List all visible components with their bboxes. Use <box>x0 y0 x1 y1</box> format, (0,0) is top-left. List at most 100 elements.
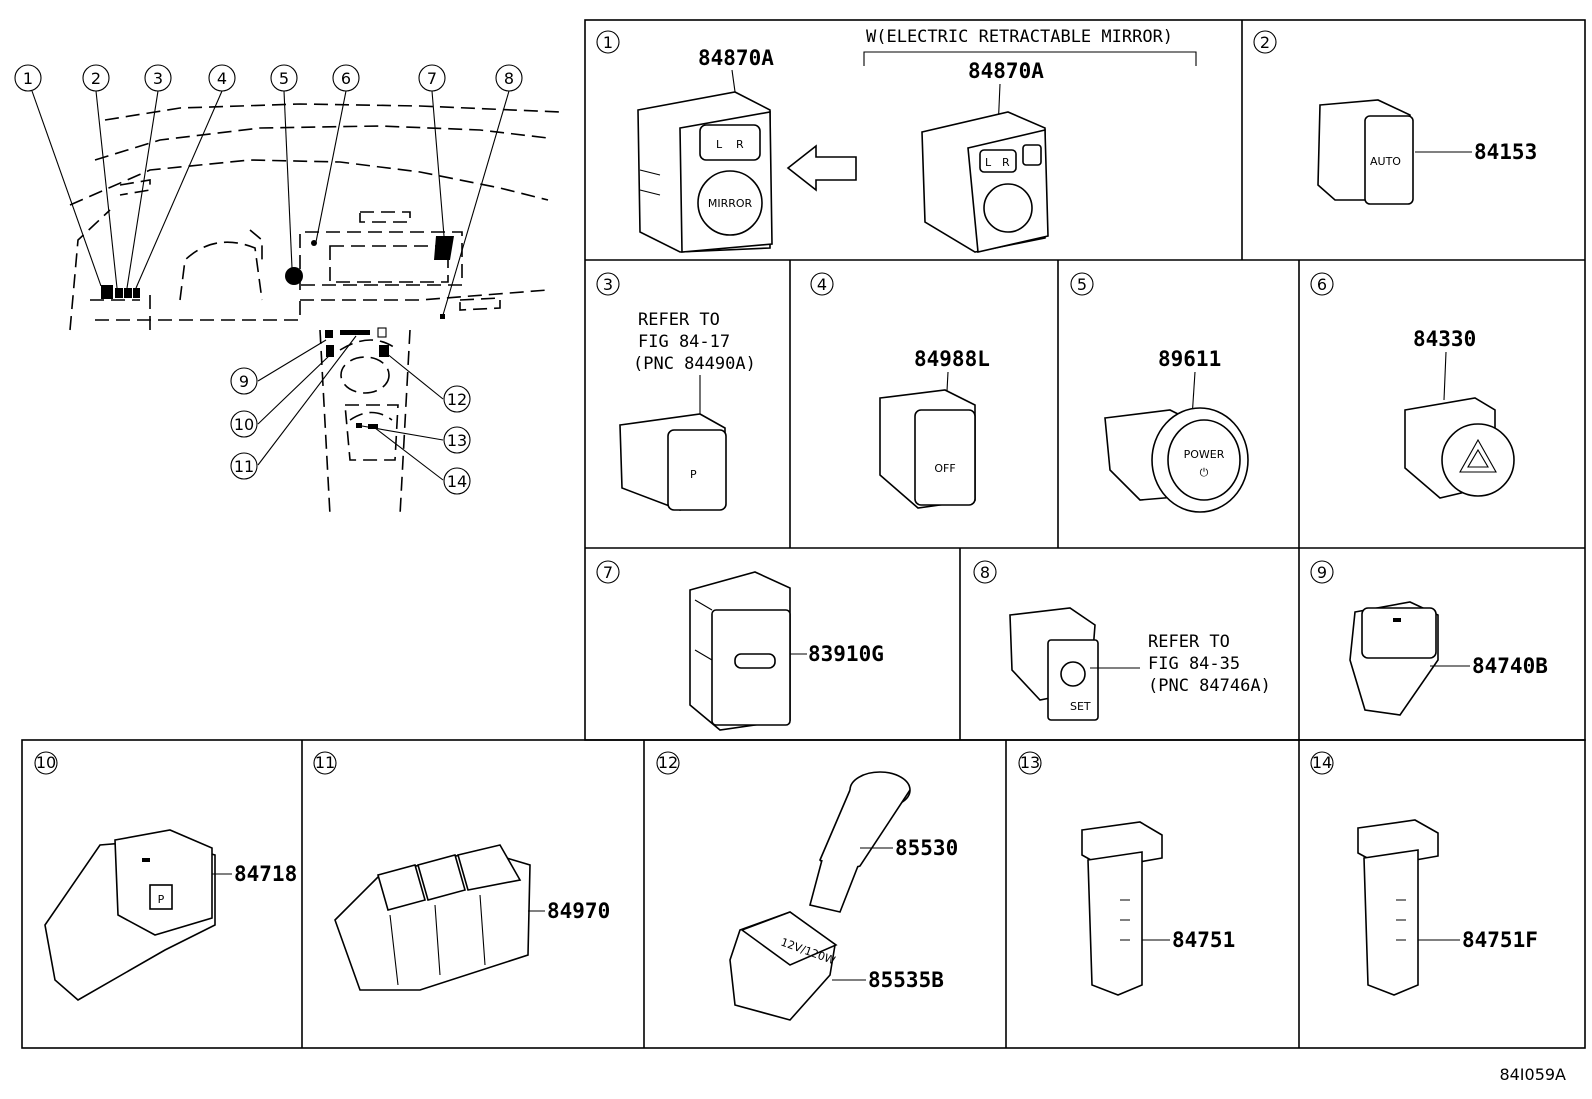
retractable-mirror-switch-illustration: L R <box>921 111 1049 253</box>
power-socket-illustration <box>809 771 911 913</box>
part-number-84870A-alt: 84870A <box>968 59 1044 83</box>
svg-text:7: 7 <box>603 563 613 582</box>
svg-text:FIG 84-35: FIG 84-35 <box>1148 654 1240 674</box>
callout-10: 10 <box>230 410 258 438</box>
part-number-84740B: 84740B <box>1472 654 1548 678</box>
svg-text:R: R <box>1002 156 1010 169</box>
svg-text:REFER TO: REFER TO <box>1148 632 1230 652</box>
power-button-illustration: POWER ⏻ <box>1104 407 1249 513</box>
socket-cover-illustration: 12V/120W <box>729 911 838 1021</box>
callout-1: 1 <box>14 64 42 92</box>
cell-9: 9 84740B <box>1310 560 1548 716</box>
switch-84751-illustration <box>1081 821 1163 996</box>
svg-text:14: 14 <box>447 472 467 491</box>
switch-84751F-illustration <box>1357 819 1439 996</box>
part-number-84718: 84718 <box>234 862 297 886</box>
overview-dashboard: 1 2 3 4 5 6 7 8 9 10 11 12 13 14 <box>14 64 561 516</box>
svg-text:MIRROR: MIRROR <box>708 197 753 210</box>
callout-9: 9 <box>230 367 258 395</box>
part-number-83910G: 83910G <box>808 642 884 666</box>
svg-text:2: 2 <box>1260 33 1270 52</box>
cell-1: 1 84870A W(ELECTRIC RETRACTABLE MIRROR) … <box>596 27 1197 253</box>
svg-text:L: L <box>716 138 723 151</box>
svg-text:OFF: OFF <box>934 462 955 475</box>
svg-text:5: 5 <box>1077 275 1087 294</box>
svg-text:AUTO: AUTO <box>1370 155 1401 168</box>
callout-6: 6 <box>332 64 360 92</box>
headlight-auto-switch-illustration: AUTO <box>1317 99 1414 205</box>
part-number-85530: 85530 <box>895 836 958 860</box>
callout-11: 11 <box>230 452 258 480</box>
parking-brake-switch-illustration: P <box>44 829 216 1001</box>
parking-assist-switch-illustration: P <box>619 413 727 511</box>
part-number-84988L: 84988L <box>914 347 990 371</box>
svg-text:1: 1 <box>603 33 613 52</box>
part-number-84153: 84153 <box>1474 140 1537 164</box>
svg-text:7: 7 <box>427 69 437 88</box>
svg-text:(PNC 84490A): (PNC 84490A) <box>633 354 756 374</box>
svg-text:(PNC 84746A): (PNC 84746A) <box>1148 676 1271 696</box>
dimmer-switch-illustration <box>689 571 791 731</box>
svg-text:8: 8 <box>980 563 990 582</box>
part-number-89611: 89611 <box>1158 347 1221 371</box>
svg-text:4: 4 <box>817 275 827 294</box>
svg-text:L: L <box>985 156 992 169</box>
callout-12: 12 <box>443 385 471 413</box>
svg-text:SET: SET <box>1070 700 1091 713</box>
arrow-left-icon <box>786 144 857 192</box>
cell-6: 6 84330 <box>1310 272 1515 499</box>
svg-text:P: P <box>690 468 697 481</box>
svg-text:12: 12 <box>447 390 467 409</box>
svg-text:9: 9 <box>239 372 249 391</box>
parts-grid <box>21 19 1586 1049</box>
part-number-84751F: 84751F <box>1462 928 1538 952</box>
svg-text:10: 10 <box>234 415 254 434</box>
svg-text:6: 6 <box>1317 275 1327 294</box>
callout-14: 14 <box>443 467 471 495</box>
svg-text:FIG 84-17: FIG 84-17 <box>638 332 730 352</box>
svg-text:3: 3 <box>153 69 163 88</box>
svg-text:14: 14 <box>1312 753 1332 772</box>
cell-13: 13 84751 <box>1018 751 1235 996</box>
callout-13: 13 <box>443 426 471 454</box>
svg-text:8: 8 <box>504 69 514 88</box>
cell-2: 2 AUTO 84153 <box>1253 30 1537 205</box>
cell-4: 4 84988L OFF <box>810 272 990 509</box>
cell-14: 14 84751F <box>1310 751 1538 996</box>
switch-panel-illustration <box>334 844 531 991</box>
svg-text:5: 5 <box>279 69 289 88</box>
cell-3: 3 REFER TO FIG 84-17 (PNC 84490A) P <box>596 272 756 511</box>
callout-5: 5 <box>270 64 298 92</box>
callout-8: 8 <box>495 64 523 92</box>
figure-code: 84I059A <box>1499 1065 1566 1084</box>
part-number-84330: 84330 <box>1413 327 1476 351</box>
mirror-note: W(ELECTRIC RETRACTABLE MIRROR) <box>866 27 1173 47</box>
cell-5: 5 89611 POWER ⏻ <box>1070 272 1249 513</box>
svg-text:9: 9 <box>1317 563 1327 582</box>
svg-text:P: P <box>158 893 165 906</box>
svg-text:3: 3 <box>603 275 613 294</box>
switch-84740B-illustration <box>1349 601 1439 716</box>
svg-text:R: R <box>736 138 744 151</box>
cell-11: 11 84970 <box>313 751 610 991</box>
callout-4: 4 <box>208 64 236 92</box>
svg-text:REFER TO: REFER TO <box>638 310 720 330</box>
svg-text:⏻: ⏻ <box>1200 466 1209 479</box>
svg-text:13: 13 <box>447 431 467 450</box>
cell-8: 8 SET REFER TO FIG 84-35 (PNC 84746A) <box>973 560 1271 721</box>
svg-text:11: 11 <box>315 753 335 772</box>
cell-12: 12 85530 12V/120W 85535B <box>656 751 958 1021</box>
cell-10: 10 P 84718 <box>34 751 297 1001</box>
svg-text:POWER: POWER <box>1184 448 1225 461</box>
svg-text:6: 6 <box>341 69 351 88</box>
svg-text:10: 10 <box>36 753 56 772</box>
set-switch-illustration: SET <box>1009 607 1099 721</box>
callout-2: 2 <box>82 64 110 92</box>
hazard-switch-illustration <box>1404 397 1515 499</box>
part-number-84870A: 84870A <box>698 46 774 70</box>
callout-7: 7 <box>418 64 446 92</box>
mirror-switch-illustration: L R MIRROR <box>637 91 773 253</box>
svg-text:11: 11 <box>234 457 254 476</box>
svg-text:12: 12 <box>658 753 678 772</box>
